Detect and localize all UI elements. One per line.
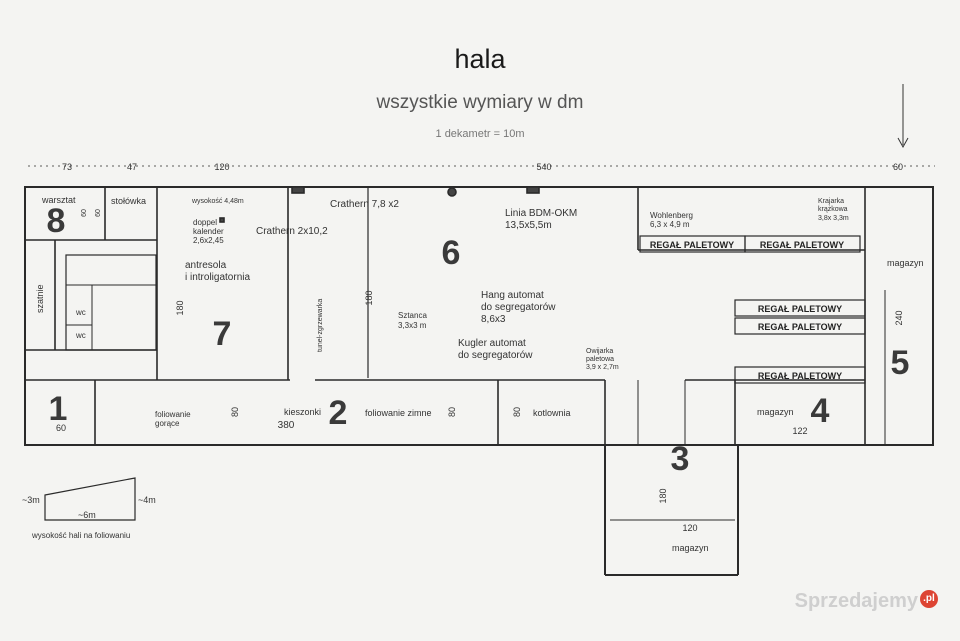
- dim-label: 180: [658, 488, 668, 503]
- machine-label: Crathern 2x10,2: [256, 226, 328, 237]
- rack-outline: [734, 366, 866, 384]
- room-label-wc: wc: [75, 331, 86, 340]
- room-label-magazyn-3: magazyn: [672, 543, 709, 553]
- machine-label: 3,9 x 2,7m: [586, 364, 619, 371]
- dim-label: 120: [682, 523, 697, 533]
- room-number-7: 7: [213, 315, 232, 353]
- room-label-stolowka: stołówka: [111, 196, 146, 206]
- rack-label: REGAŁ PALETOWY: [758, 304, 842, 314]
- machine-label: 8,6x3: [481, 314, 506, 325]
- room-label-introligatornia: i introligatornia: [185, 272, 250, 283]
- machine-label: wysokość 4,48m: [191, 198, 244, 205]
- machine-label: 2,6x2,45: [193, 236, 224, 245]
- room-label-foliowanie-zimne: foliowanie zimne: [365, 408, 432, 418]
- watermark-text: Sprzedajemy: [794, 590, 918, 612]
- watermark: Sprzedajemy.pl: [795, 590, 938, 613]
- room-label-kotlownia: kotlownia: [533, 408, 571, 418]
- hall-outline: [24, 186, 934, 446]
- column-marker: [447, 187, 457, 197]
- rack-label: REGAŁ PALETOWY: [758, 371, 842, 381]
- room-number-2: 2: [329, 394, 348, 432]
- machine-label: doppel: [193, 218, 217, 227]
- rack-label: REGAŁ PALETOWY: [758, 322, 842, 332]
- dim-label: 60: [56, 423, 66, 433]
- room-number-4: 4: [811, 392, 830, 430]
- dim-label: 73: [62, 162, 72, 172]
- dim-label: 540: [536, 162, 551, 172]
- height-label-width: ~6m: [78, 510, 96, 520]
- staircase: [65, 254, 157, 351]
- machine-label: Sztanca: [398, 311, 427, 320]
- rack-label: REGAŁ PALETOWY: [760, 240, 844, 250]
- page-subtitle: wszystkie wymiary w dm: [376, 92, 584, 113]
- rack-outline: [734, 299, 866, 317]
- dim-label: 60: [893, 162, 903, 172]
- height-label-left: ~3m: [22, 495, 40, 505]
- machine-label: kalender: [193, 227, 224, 236]
- room-number-5: 5: [891, 344, 910, 382]
- machine-label: krążkowa: [818, 206, 848, 213]
- height-sketch: [44, 477, 136, 521]
- room-label-szatnie: szatnie: [35, 284, 45, 313]
- scale-note: 1 dekametr = 10m: [435, 128, 525, 140]
- dim-label: 180: [364, 290, 374, 305]
- machine-label: 13,5x5,5m: [505, 220, 552, 231]
- room-label-foliowanie: foliowanie: [155, 410, 191, 419]
- arrow-head-icon: [897, 137, 909, 149]
- machine-label: Crathern 7,8 x2: [330, 199, 399, 210]
- dim-label: 80: [447, 407, 457, 417]
- machine-label: 3,3x3 m: [398, 321, 427, 330]
- machine-label: Kugler automat: [458, 338, 526, 349]
- room-label-magazyn-4: magazyn: [757, 407, 794, 417]
- machine-label: paletowa: [586, 356, 614, 363]
- room-number-1: 1: [49, 390, 68, 428]
- dim-label: 47: [127, 162, 137, 172]
- room-number-3: 3: [671, 440, 690, 478]
- dim-label: 180: [175, 300, 185, 315]
- rack-outline: [734, 317, 866, 335]
- machine-label: Owijarka: [586, 348, 613, 355]
- dim-label: 122: [792, 426, 807, 436]
- page-title: hala: [454, 44, 506, 74]
- dim-label: 60: [81, 209, 88, 217]
- machine-label: do segregatorów: [481, 302, 556, 313]
- room-label-magazyn: magazyn: [887, 258, 924, 268]
- rack-outline: [744, 235, 861, 253]
- dim-label: 80: [230, 407, 240, 417]
- machine-label: Wohlenberg: [650, 211, 693, 220]
- machine-label: 3,8x 3,3m: [818, 215, 849, 222]
- column-marker: [526, 186, 540, 194]
- column-marker: [291, 186, 305, 194]
- dim-label: 80: [512, 407, 522, 417]
- room-label-wc: wc: [75, 308, 86, 317]
- room-label-antresola: antresola: [185, 260, 227, 271]
- dim-label: 60: [95, 209, 102, 217]
- rack-label: REGAŁ PALETOWY: [650, 240, 734, 250]
- machine-label: 6,3 x 4,9 m: [650, 220, 690, 229]
- machine-label: Krajarka: [818, 198, 844, 205]
- room-number-6: 6: [442, 234, 461, 272]
- watermark-badge: .pl: [920, 590, 938, 608]
- height-label-right: ~4m: [138, 495, 156, 505]
- room-label-warsztat: warsztat: [41, 195, 76, 205]
- room-number-8: 8: [47, 202, 66, 240]
- room-label-gorace: gorące: [155, 419, 180, 428]
- column-marker: [219, 217, 225, 223]
- dim-label: 120: [214, 162, 229, 172]
- machine-label: do segregatorów: [458, 350, 533, 361]
- dim-label: 240: [894, 310, 904, 325]
- machine-label: Linia BDM-OKM: [505, 208, 577, 219]
- machine-label: Hang automat: [481, 290, 544, 301]
- room-label-kieszonki: kieszonki: [284, 407, 321, 417]
- height-caption: wysokość hali na foliowaniu: [31, 531, 130, 540]
- dim-label: 380: [278, 420, 295, 431]
- machine-label: tunel-zgrzewarka: [317, 299, 324, 352]
